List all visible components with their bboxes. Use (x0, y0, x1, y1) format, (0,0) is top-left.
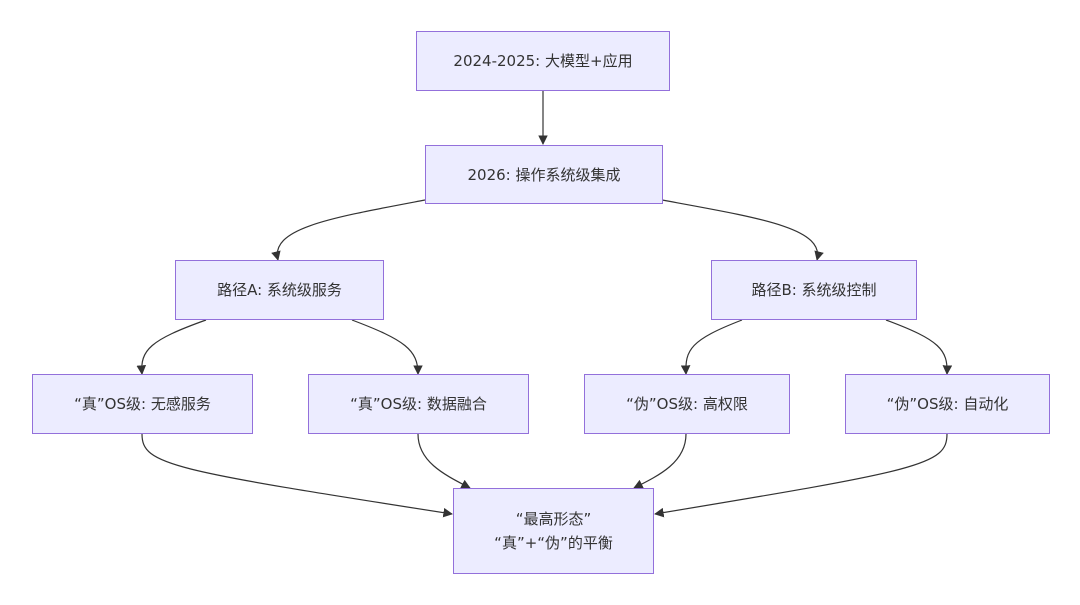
node-path-b: 路径B: 系统级控制 (711, 260, 917, 320)
edge-2026-to-pathB (661, 199, 824, 261)
node-pseudo-auto-label: “伪”OS级: 自动化 (886, 395, 1009, 413)
edge-pathB-to-pseudoAuto (885, 319, 953, 375)
node-path-a-label: 路径A: 系统级服务 (217, 281, 342, 299)
node-final-line2: “真”+“伪”的平衡 (494, 534, 613, 552)
node-final: “最高形态” “真”+“伪”的平衡 (453, 488, 654, 574)
node-pseudo-auto: “伪”OS级: 自动化 (845, 374, 1050, 434)
node-2024-2025: 2024-2025: 大模型+应用 (416, 31, 670, 91)
edge-pseudoPrivilege-to-final (633, 433, 687, 489)
node-true-fusion: “真”OS级: 数据融合 (308, 374, 529, 434)
edge-trueSeamless-to-final (141, 433, 453, 518)
node-true-seamless: “真”OS级: 无感服务 (32, 374, 253, 434)
node-pseudo-privilege: “伪”OS级: 高权限 (584, 374, 790, 434)
node-true-seamless-label: “真”OS级: 无感服务 (74, 395, 211, 413)
edge-trueFusion-to-final (417, 433, 471, 489)
edge-pathA-to-trueFusion (351, 319, 423, 375)
node-2024-2025-label: 2024-2025: 大模型+应用 (453, 52, 633, 70)
edge-pseudoAuto-to-final (654, 433, 948, 518)
node-final-line1: “最高形态” (515, 510, 592, 528)
edge-pathA-to-trueSeamless (136, 319, 207, 375)
node-path-b-label: 路径B: 系统级控制 (751, 281, 877, 299)
node-2026: 2026: 操作系统级集成 (425, 145, 663, 204)
edge-pathB-to-pseudoPrivilege (680, 319, 743, 375)
node-pseudo-privilege-label: “伪”OS级: 高权限 (626, 395, 748, 413)
edge-2026-to-pathA (271, 199, 426, 261)
node-true-fusion-label: “真”OS级: 数据融合 (350, 395, 487, 413)
node-path-a: 路径A: 系统级服务 (175, 260, 384, 320)
node-2026-label: 2026: 操作系统级集成 (467, 165, 621, 184)
